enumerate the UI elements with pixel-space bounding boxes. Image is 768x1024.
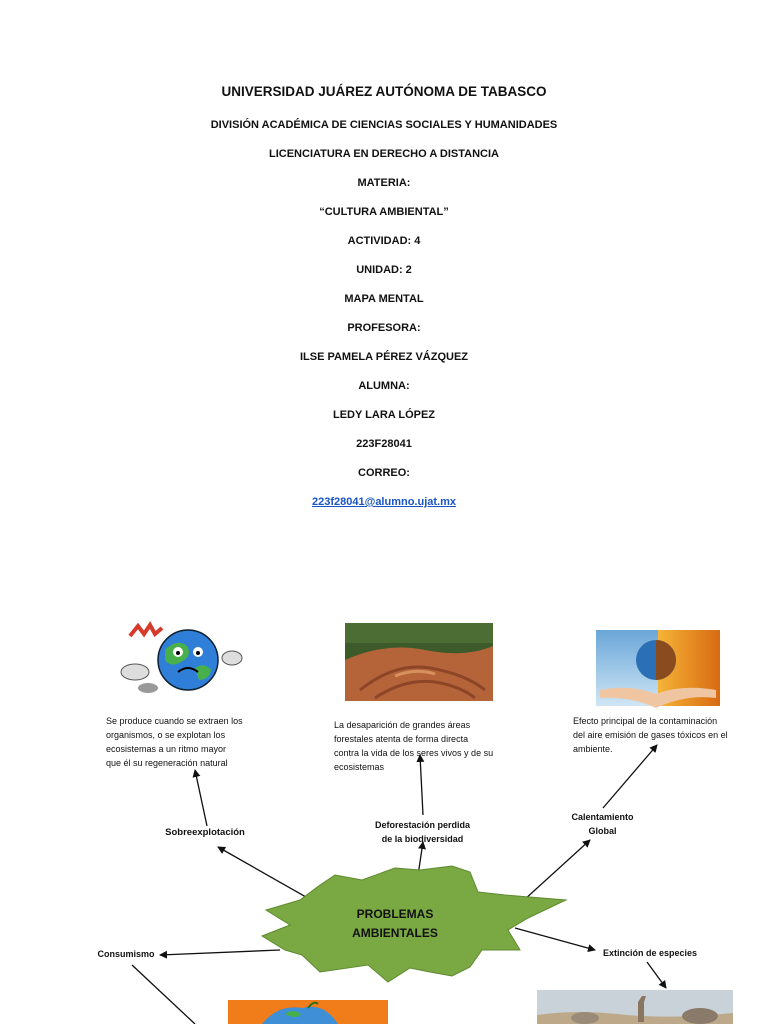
description-global-warming: Efecto principal de la contaminación del… — [573, 714, 743, 756]
division-title: DIVISIÓN ACADÉMICA DE CIENCIAS SOCIALES … — [210, 119, 558, 131]
desc-line: contra la vida de los seres vivos y de s… — [334, 748, 494, 758]
node-consumerism: Consumismo — [97, 949, 155, 959]
node-overexploitation: Sobreexplotación — [165, 827, 245, 838]
node-global-warming: Calentamiento Global — [555, 810, 650, 838]
apple-earth-photo — [228, 1000, 388, 1024]
node-warming-line-2: Global — [588, 826, 617, 836]
central-burst-shape — [260, 865, 568, 983]
email-label: CORREO: — [358, 467, 410, 479]
deforested-land-photo — [345, 623, 493, 701]
desc-line: organismos, o se explotan los — [106, 730, 226, 740]
desc-line: Se produce cuando se extraen los — [106, 716, 243, 726]
subject-label: MATERIA: — [357, 177, 411, 189]
animals-photo — [537, 990, 733, 1024]
desc-line: Efecto principal de la contaminación — [573, 716, 718, 726]
node-deforestation-line-1: Deforestación perdida — [374, 820, 471, 830]
program-title: LICENCIATURA EN DERECHO A DISTANCIA — [269, 148, 499, 160]
email-row: 223f28041@alumno.ujat.mx — [0, 496, 768, 508]
student-name: LEDY LARA LÓPEZ — [332, 409, 436, 421]
email-link[interactable]: 223f28041@alumno.ujat.mx — [311, 496, 456, 508]
description-deforestation: La desaparición de grandes áreas foresta… — [334, 718, 514, 774]
description-overexploitation: Se produce cuando se extraen los organis… — [106, 714, 266, 770]
desc-line: ecosistemas a un ritmo mayor — [106, 744, 227, 754]
earth-in-hands-photo — [596, 630, 720, 708]
desc-line: ambiente. — [573, 744, 613, 754]
university-title: UNIVERSIDAD JUÁREZ AUTÓNOMA DE TABASCO — [221, 84, 547, 99]
node-deforestation: Deforestación perdida de la biodiversida… — [355, 818, 490, 846]
activity-number: ACTIVIDAD: 4 — [347, 235, 421, 247]
central-topic-line-2: AMBIENTALES — [352, 926, 438, 940]
student-id: 223F28041 — [356, 438, 412, 450]
node-species-extinction: Extinción de especies — [602, 948, 698, 958]
desc-line: La desaparición de grandes áreas — [334, 720, 471, 730]
node-deforestation-line-2: de la biodiversidad — [381, 834, 464, 844]
student-label: ALUMNA: — [358, 380, 410, 392]
teacher-label: PROFESORA: — [347, 322, 421, 334]
desc-line: del aire emisión de gases tóxicos en el — [573, 730, 728, 740]
subject-name: “CULTURA AMBIENTAL” — [319, 206, 449, 218]
sad-earth-icon — [113, 621, 248, 700]
connector-lines — [131, 744, 667, 1024]
desc-line: forestales atenta de forma directa — [334, 734, 469, 744]
desc-line: que él su regeneración natural — [106, 758, 228, 768]
unit-number: UNIDAD: 2 — [356, 264, 412, 276]
node-warming-line-1: Calentamiento — [571, 812, 634, 822]
activity-type: MAPA MENTAL — [344, 293, 424, 305]
central-topic: PROBLEMAS AMBIENTALES — [330, 905, 460, 943]
teacher-name: ILSE PAMELA PÉREZ VÁZQUEZ — [299, 351, 469, 363]
desc-line: ecosistemas — [334, 762, 385, 772]
central-topic-line-1: PROBLEMAS — [356, 907, 434, 921]
